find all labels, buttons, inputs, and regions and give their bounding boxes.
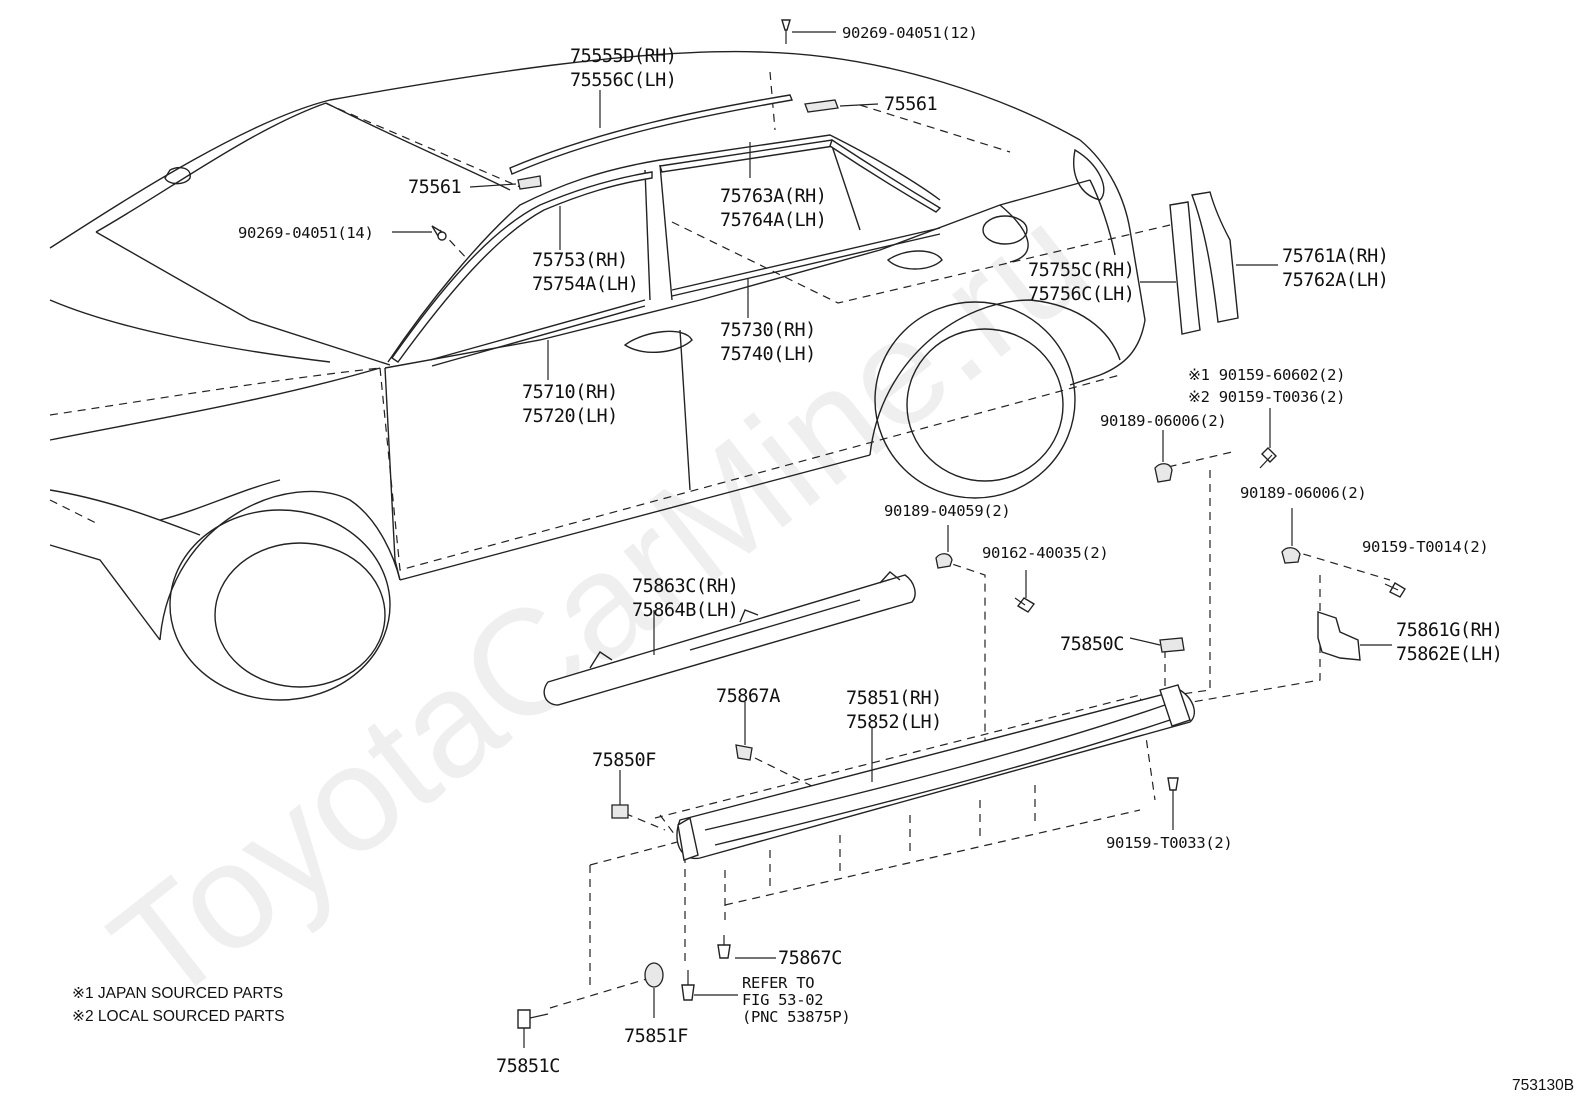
label-90189-06006-b: 90189-06006(2): [1240, 484, 1366, 502]
label-75556c: 75556C(LH): [570, 70, 676, 91]
note-japan-sourced: ※1 JAPAN SOURCED PARTS: [72, 985, 283, 1002]
dashed-guides: [49, 71, 1391, 1009]
door-frame-mouldings: [391, 138, 942, 363]
label-75555d: 75555D(RH): [570, 46, 676, 67]
label-75710: 75710(RH): [522, 382, 618, 403]
label-75764a: 75764A(LH): [720, 210, 826, 231]
label-refer-pnc: (PNC 53875P): [742, 1008, 850, 1026]
label-75762a: 75762A(LH): [1282, 270, 1388, 291]
note-local-sourced: ※2 LOCAL SOURCED PARTS: [72, 1008, 285, 1025]
rocker-panel-lower: [676, 684, 1196, 861]
diagram-id: 753130B: [1512, 1077, 1574, 1094]
label-90189-04059: 90189-04059(2): [884, 502, 1010, 520]
label-75561-top: 75561: [884, 94, 937, 115]
label-75864b: 75864B(LH): [632, 600, 738, 621]
label-75867a: 75867A: [716, 686, 780, 707]
label-75863c: 75863C(RH): [632, 576, 738, 597]
label-refer-fig: FIG 53-02: [742, 991, 823, 1009]
rear-pillar-garnish: [1169, 191, 1239, 335]
label-75861g: 75861G(RH): [1396, 620, 1502, 641]
label-75730: 75730(RH): [720, 320, 816, 341]
label-90159-t0036: ※2 90159-T0036(2): [1188, 388, 1345, 406]
label-75851: 75851(RH): [846, 688, 942, 709]
label-90189-06006-a: 90189-06006(2): [1100, 412, 1226, 430]
label-75756c: 75756C(LH): [1028, 284, 1134, 305]
label-90159-60602: ※1 90159-60602(2): [1188, 366, 1345, 384]
label-refer-to: REFER TO: [742, 974, 814, 992]
label-75761a: 75761A(RH): [1282, 246, 1388, 267]
rocker-moulding-upper: [543, 571, 916, 706]
label-75755c: 75755C(RH): [1028, 260, 1134, 281]
label-75851c: 75851C: [496, 1056, 560, 1077]
label-75753: 75753(RH): [532, 250, 628, 271]
label-75862e: 75862E(LH): [1396, 644, 1502, 665]
label-90159-t0014: 90159-T0014(2): [1362, 538, 1488, 556]
label-75867c: 75867C: [778, 948, 842, 969]
side-bracket: [1317, 611, 1361, 661]
label-75754a: 75754A(LH): [532, 274, 638, 295]
label-75720: 75720(LH): [522, 406, 618, 427]
label-75850c: 75850C: [1060, 634, 1124, 655]
label-75740: 75740(LH): [720, 344, 816, 365]
label-75763a: 75763A(RH): [720, 186, 826, 207]
part-labels: 90269-04051(12) 75555D(RH) 75556C(LH) 75…: [238, 24, 1503, 1077]
label-90269-04051-14: 90269-04051(14): [238, 224, 373, 242]
label-90269-04051-12: 90269-04051(12): [842, 24, 977, 42]
fasteners: [431, 19, 1406, 1029]
label-90162-40035: 90162-40035(2): [982, 544, 1108, 562]
label-75852: 75852(LH): [846, 712, 942, 733]
leader-lines: [392, 31, 1392, 1048]
label-90159-t0033: 90159-T0033(2): [1106, 834, 1232, 852]
label-75851f: 75851F: [624, 1026, 688, 1047]
car-body: [49, 50, 1146, 701]
label-75561-left: 75561: [408, 177, 461, 198]
roof-drip-moulding: [509, 94, 793, 175]
label-75850f: 75850F: [592, 750, 656, 771]
